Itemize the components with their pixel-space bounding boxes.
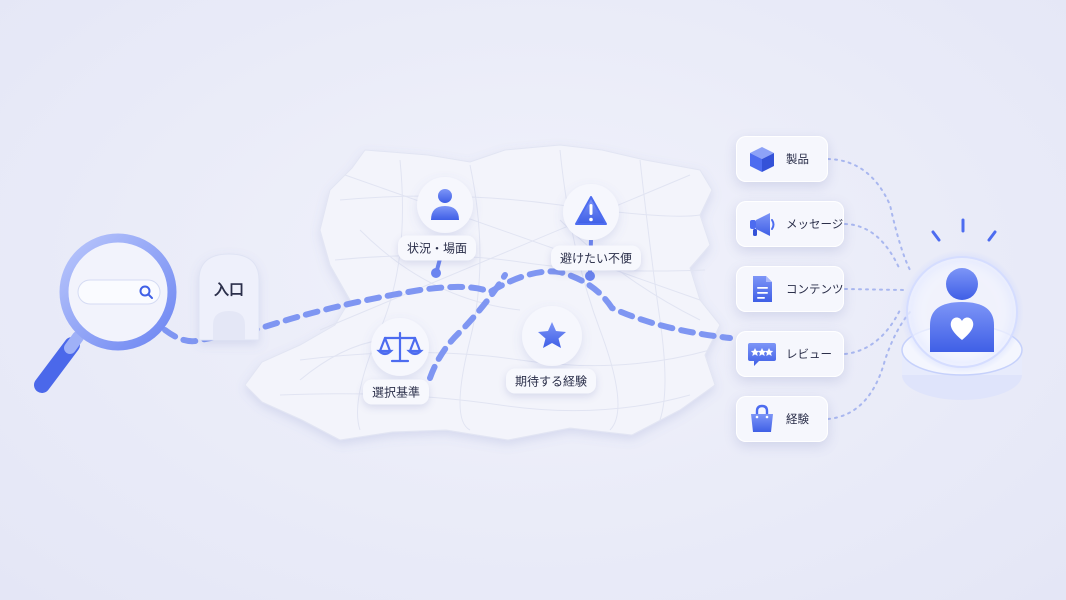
pin-label-criteria: 選択基準 — [362, 379, 430, 405]
touchpoint-card-message: メッセージ — [736, 201, 844, 247]
pin-label-situation: 状況・場面 — [397, 235, 477, 261]
journey-path-branch — [427, 272, 508, 381]
warning-icon — [575, 196, 607, 225]
megaphone-icon — [750, 213, 775, 236]
touchpoint-label: コンテンツ — [786, 282, 844, 296]
pin-situation — [417, 177, 473, 278]
touchpoint-connectors — [827, 158, 911, 420]
star-icon — [538, 322, 566, 348]
cube-icon — [750, 147, 774, 172]
shopping-bag-icon — [751, 404, 773, 432]
touchpoint-label: レビュー — [786, 347, 832, 361]
touchpoint-card-content: コンテンツ — [736, 266, 844, 312]
pin-criteria — [371, 318, 429, 376]
accent-rays — [931, 218, 997, 242]
customer-podium — [900, 218, 1024, 400]
touchpoint-card-experience: 経験 — [736, 396, 828, 442]
document-icon — [753, 276, 772, 302]
heart-icon — [950, 317, 974, 340]
pin-expected — [522, 306, 582, 366]
search-bar — [77, 279, 161, 305]
touchpoint-card-product: 製品 — [736, 136, 828, 182]
magnifier-search — [34, 233, 177, 393]
entrance-gate — [198, 253, 260, 341]
touchpoint-label: メッセージ — [786, 217, 844, 231]
person-icon — [431, 189, 459, 220]
touchpoint-label: 経験 — [786, 412, 809, 426]
search-icon — [139, 285, 153, 299]
pin-avoid — [563, 184, 619, 281]
touchpoint-label: 製品 — [786, 152, 809, 166]
scales-icon — [376, 331, 424, 363]
touchpoint-card-review: レビュー — [736, 331, 844, 377]
pin-label-expected: 期待する経験 — [505, 368, 597, 394]
pin-label-avoid: 避けたい不便 — [550, 245, 642, 271]
review-bubble-icon — [748, 343, 776, 366]
entrance-label: 入口 — [213, 280, 245, 299]
